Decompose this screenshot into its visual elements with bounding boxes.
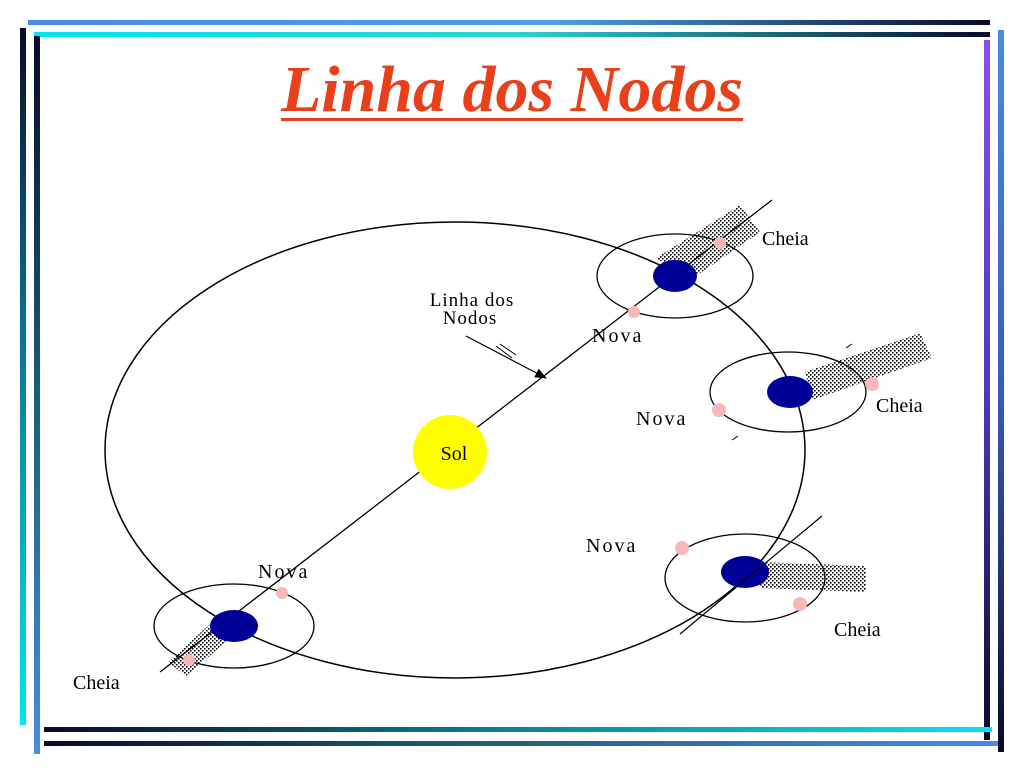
full-moon-bottom-left — [183, 654, 195, 666]
frame-right-outer — [984, 40, 990, 740]
new-moon-label-bottom-left: Nova — [258, 561, 309, 583]
full-moon-label-bottom-left: Cheia — [73, 672, 120, 694]
new-moon-right-lower — [675, 541, 689, 555]
earth-right-upper — [767, 376, 813, 408]
sun — [413, 415, 487, 489]
frame-bottom-inner — [44, 741, 998, 746]
node-tick — [845, 343, 853, 349]
line-of-nodes-label-line1: Linha dos — [430, 290, 514, 311]
frame-bottom-outer — [44, 727, 992, 732]
full-moon-label-right-lower: Cheia — [834, 619, 881, 641]
earth-top — [653, 260, 697, 292]
node-tick — [731, 435, 739, 441]
moon-orbit-ring-bottom-left — [153, 583, 315, 669]
line-of-nodes-label-line2: Nodos — [443, 308, 498, 329]
moon-orbit-ring-right-lower — [664, 533, 826, 623]
earth-bottom-left — [210, 610, 258, 642]
frame-top-inner — [34, 32, 990, 37]
shadow-bottom-left — [168, 624, 228, 676]
moon-orbit-top — [596, 205, 760, 319]
moon-orbit-ring-top — [596, 233, 754, 319]
new-moon-top — [628, 306, 640, 318]
pointer-arrow-feather — [499, 343, 517, 356]
frame-left-outer — [20, 28, 26, 725]
line-of-nodes-pointer-arrow — [465, 335, 548, 379]
moon-orbit-right-lower — [664, 515, 866, 635]
node-line-right-lower — [679, 515, 823, 635]
full-moon-label-top: Cheia — [762, 228, 809, 250]
sun-label: Sol — [441, 443, 468, 465]
moon-orbit-bottom-left — [153, 583, 315, 676]
earth-right-lower — [721, 556, 769, 588]
full-moon-label-right-upper: Cheia — [876, 395, 923, 417]
new-moon-label-right-lower: Nova — [586, 535, 637, 557]
shadow-right-lower — [760, 562, 866, 592]
full-moon-right-upper — [865, 377, 879, 391]
moon-orbit-right-upper — [709, 333, 932, 441]
earth-orbit — [104, 221, 806, 679]
moon-orbit-ring-right-upper — [709, 351, 867, 433]
shadow-right-upper — [805, 333, 932, 400]
new-moon-right-upper — [712, 403, 726, 417]
frame-right-inner — [998, 30, 1004, 752]
new-moon-label-right-upper: Nova — [636, 408, 687, 430]
full-moon-top — [714, 237, 726, 249]
full-moon-right-lower — [793, 597, 807, 611]
frame-left-inner — [34, 36, 40, 754]
frame-top-outer — [28, 20, 990, 25]
new-moon-bottom-left — [276, 587, 288, 599]
new-moon-label-top: Nova — [592, 325, 643, 347]
pointer-arrow-feather — [495, 345, 513, 359]
slide-title: Linha dos Nodos — [280, 53, 744, 126]
